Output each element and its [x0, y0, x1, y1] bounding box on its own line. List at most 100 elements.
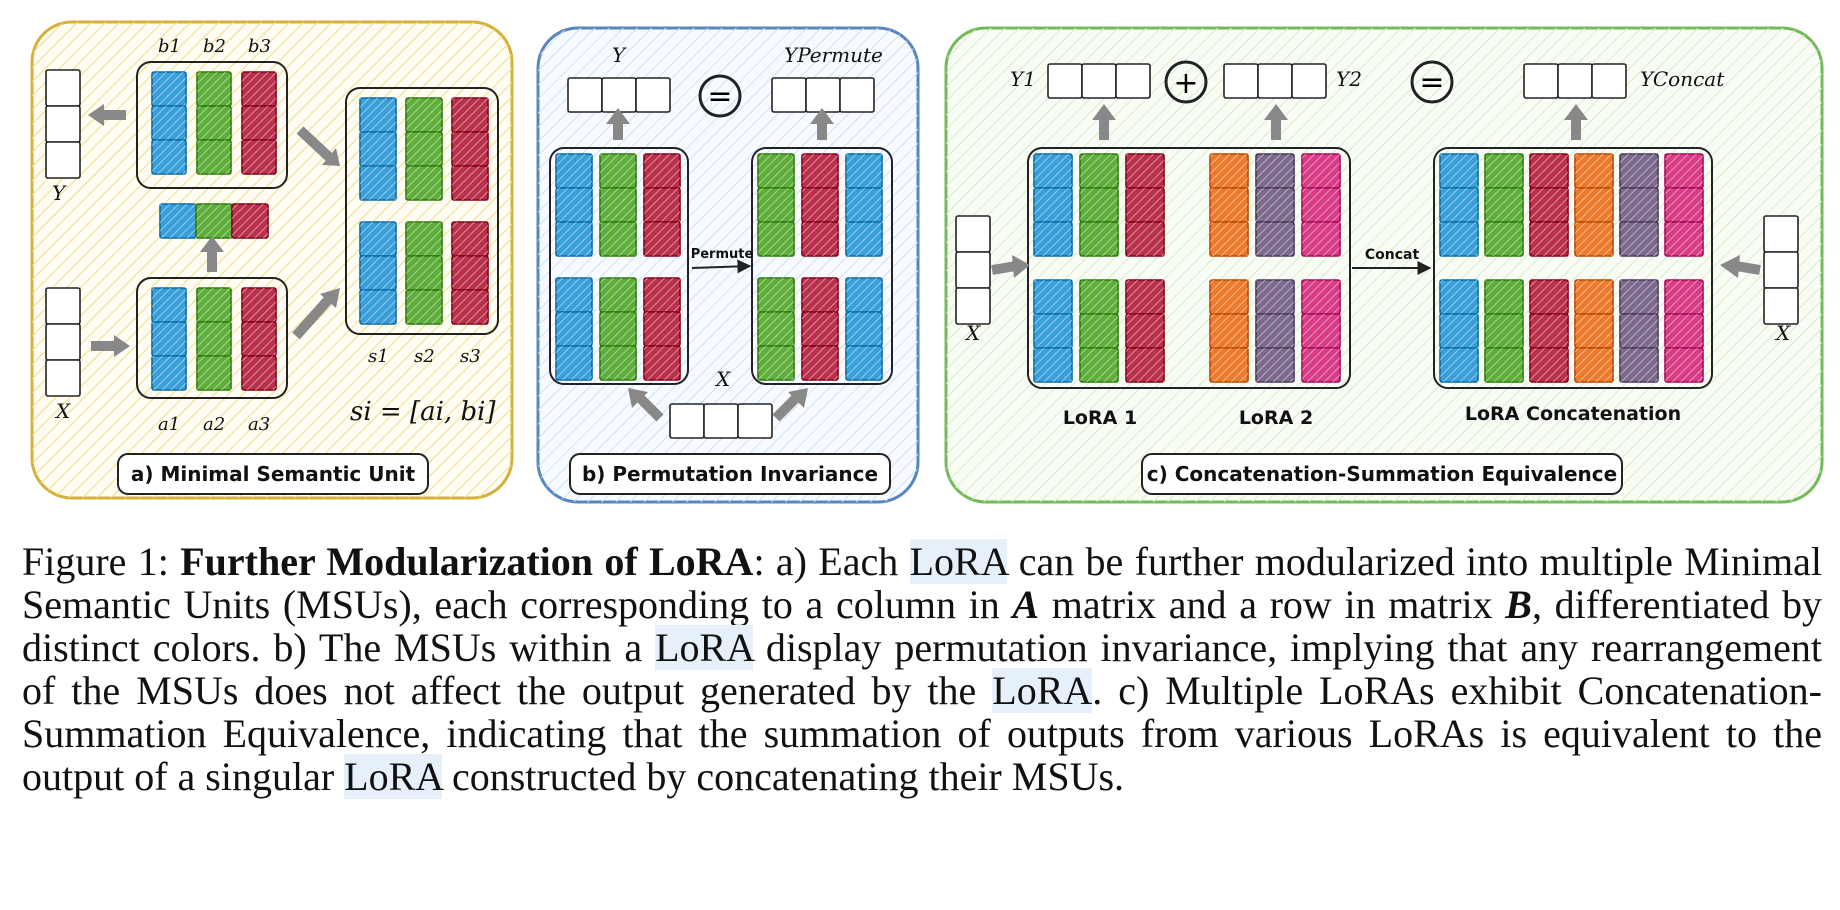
vector-cell — [1591, 63, 1627, 99]
cell-hatch — [1530, 280, 1568, 314]
cell-hatch — [1530, 314, 1568, 348]
cell-hatch — [600, 222, 636, 256]
vector-cell — [1047, 63, 1083, 99]
cell-hatch — [846, 346, 882, 380]
cell-hatch — [452, 256, 488, 290]
cell-hatch — [452, 290, 488, 324]
cell-hatch — [452, 222, 488, 256]
a-matrix — [151, 287, 277, 391]
vector-cell — [45, 141, 81, 179]
vector-cell — [45, 323, 81, 361]
cell-hatch — [197, 288, 231, 322]
cell-hatch — [1034, 280, 1072, 314]
equals-circle-b — [698, 74, 742, 118]
arrow-b-to-s — [296, 126, 334, 162]
cell-hatch — [1080, 348, 1118, 382]
caption-matrix-b: B — [1505, 582, 1532, 627]
cell-hatch — [600, 346, 636, 380]
x-label-c-right: X — [1774, 321, 1791, 345]
lora-1-columns — [1033, 153, 1165, 383]
cell-hatch — [1665, 280, 1703, 314]
cell-hatch — [360, 166, 396, 200]
lora-2-label: LoRA 2 — [1239, 407, 1313, 429]
cell-hatch — [644, 346, 680, 380]
s3-label: s3 — [460, 346, 481, 367]
cell-hatch — [406, 290, 442, 324]
panel-b-title: b) Permutation Invariance — [582, 462, 878, 486]
vector-cell — [703, 403, 739, 439]
cell-hatch — [1126, 154, 1164, 188]
cell-hatch — [1034, 188, 1072, 222]
plus-symbol: + — [1173, 66, 1198, 101]
cell-hatch — [232, 204, 268, 238]
vector-cell — [805, 77, 841, 113]
panel-b-title-box — [569, 453, 891, 495]
cell-hatch — [360, 290, 396, 324]
original-lora-frame — [549, 147, 689, 385]
figure-1-diagram: Y b1 b2 b3 a1 a2 a3 X s1 s2 s3 si = [ai,… — [30, 20, 1824, 504]
cell-hatch — [1665, 314, 1703, 348]
cell-hatch — [197, 322, 231, 356]
cell-hatch — [1256, 348, 1294, 382]
s-matrix-frame — [345, 87, 499, 335]
b-matrix-frame — [136, 61, 288, 189]
caption-part: matrix and a row in matrix — [1039, 582, 1506, 627]
cell-hatch — [1440, 348, 1478, 382]
x-input-vector — [45, 287, 81, 397]
y1-label: Y1 — [1010, 67, 1036, 91]
cell-hatch — [1485, 188, 1523, 222]
cell-hatch — [1620, 314, 1658, 348]
cell-hatch — [556, 312, 592, 346]
cell-hatch — [556, 154, 592, 188]
cell-hatch — [1210, 314, 1248, 348]
caption-part: , differentiated by distinct colors. b) … — [22, 582, 1822, 670]
cell-hatch — [1210, 280, 1248, 314]
vector-cell — [669, 403, 705, 439]
vector-cell — [1223, 63, 1259, 99]
vector-cell — [1763, 287, 1799, 325]
caption-figure-label: Figure 1: — [22, 539, 169, 584]
y-output-vector-b — [567, 77, 671, 113]
x-input-vector-b — [669, 403, 773, 439]
cell-hatch — [846, 278, 882, 312]
y2-vector — [1223, 63, 1327, 99]
cell-hatch — [152, 140, 186, 174]
cell-hatch — [1485, 280, 1523, 314]
cell-hatch — [1665, 222, 1703, 256]
cell-hatch — [846, 154, 882, 188]
cell-hatch — [802, 278, 838, 312]
cell-hatch — [1210, 154, 1248, 188]
cell-hatch — [556, 278, 592, 312]
cell-hatch — [846, 222, 882, 256]
a2-label: a2 — [203, 414, 225, 435]
permute-arrow — [691, 259, 752, 274]
lora-2-columns — [1209, 153, 1341, 383]
intermediate-vector — [159, 203, 269, 239]
cell-hatch — [1126, 188, 1164, 222]
vector-cell — [839, 77, 875, 113]
cell-hatch — [197, 140, 231, 174]
vector-cell — [737, 403, 773, 439]
vector-cell — [635, 77, 671, 113]
cell-hatch — [196, 204, 232, 238]
caption-bold-title: Further Modularization of LoRA — [180, 539, 754, 584]
cell-hatch — [406, 132, 442, 166]
s1-label: s1 — [368, 346, 389, 367]
cell-hatch — [242, 356, 276, 390]
cell-hatch — [1530, 222, 1568, 256]
cell-hatch — [600, 188, 636, 222]
cell-hatch — [152, 356, 186, 390]
plus-circle — [1164, 60, 1208, 104]
vector-cell — [45, 359, 81, 397]
caption-lora-link: LoRA — [909, 539, 1008, 584]
cell-hatch — [1620, 222, 1658, 256]
permuted-lora-frame — [751, 147, 893, 385]
y-permute-label: YPermute — [784, 43, 883, 67]
cell-hatch — [1575, 280, 1613, 314]
cell-hatch — [406, 222, 442, 256]
caption-matrix-a: A — [1012, 582, 1040, 627]
cell-hatch — [1440, 222, 1478, 256]
cell-hatch — [242, 288, 276, 322]
vector-cell — [601, 77, 637, 113]
cell-hatch — [197, 356, 231, 390]
